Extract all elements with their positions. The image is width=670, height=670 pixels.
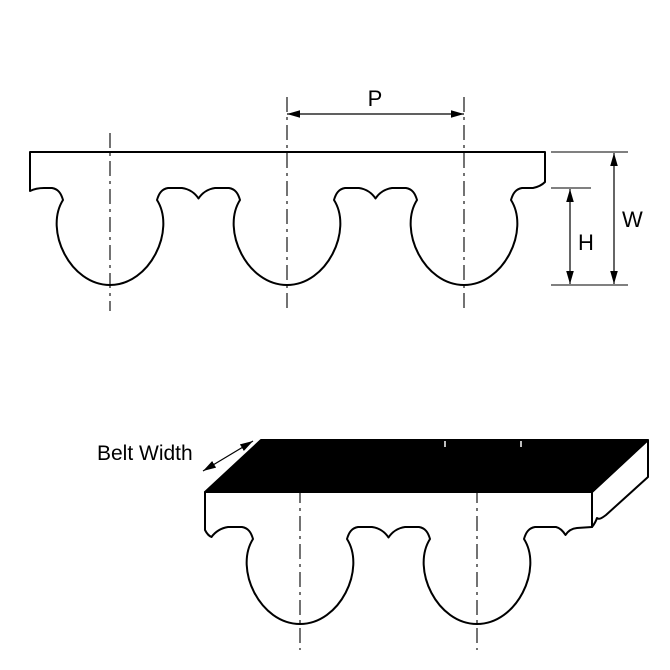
belt-height-label: W	[622, 207, 643, 232]
belt-width-arrow	[202, 440, 254, 472]
tooth-height-dimension: H	[551, 187, 594, 284]
pitch-label: P	[368, 86, 383, 111]
belt-width-label: Belt Width	[97, 442, 193, 465]
belt-height-dimension: W	[551, 151, 643, 286]
tooth-height-label: H	[578, 230, 594, 255]
belt-end-face	[591, 439, 649, 528]
belt-top-surface	[204, 439, 649, 493]
belt-front-face	[204, 491, 593, 625]
belt-width-annotation: Belt Width	[97, 440, 254, 472]
perspective-view: Belt Width	[97, 439, 649, 650]
pitch-dimension: P	[287, 86, 464, 118]
profile-view: P W H	[29, 86, 643, 311]
